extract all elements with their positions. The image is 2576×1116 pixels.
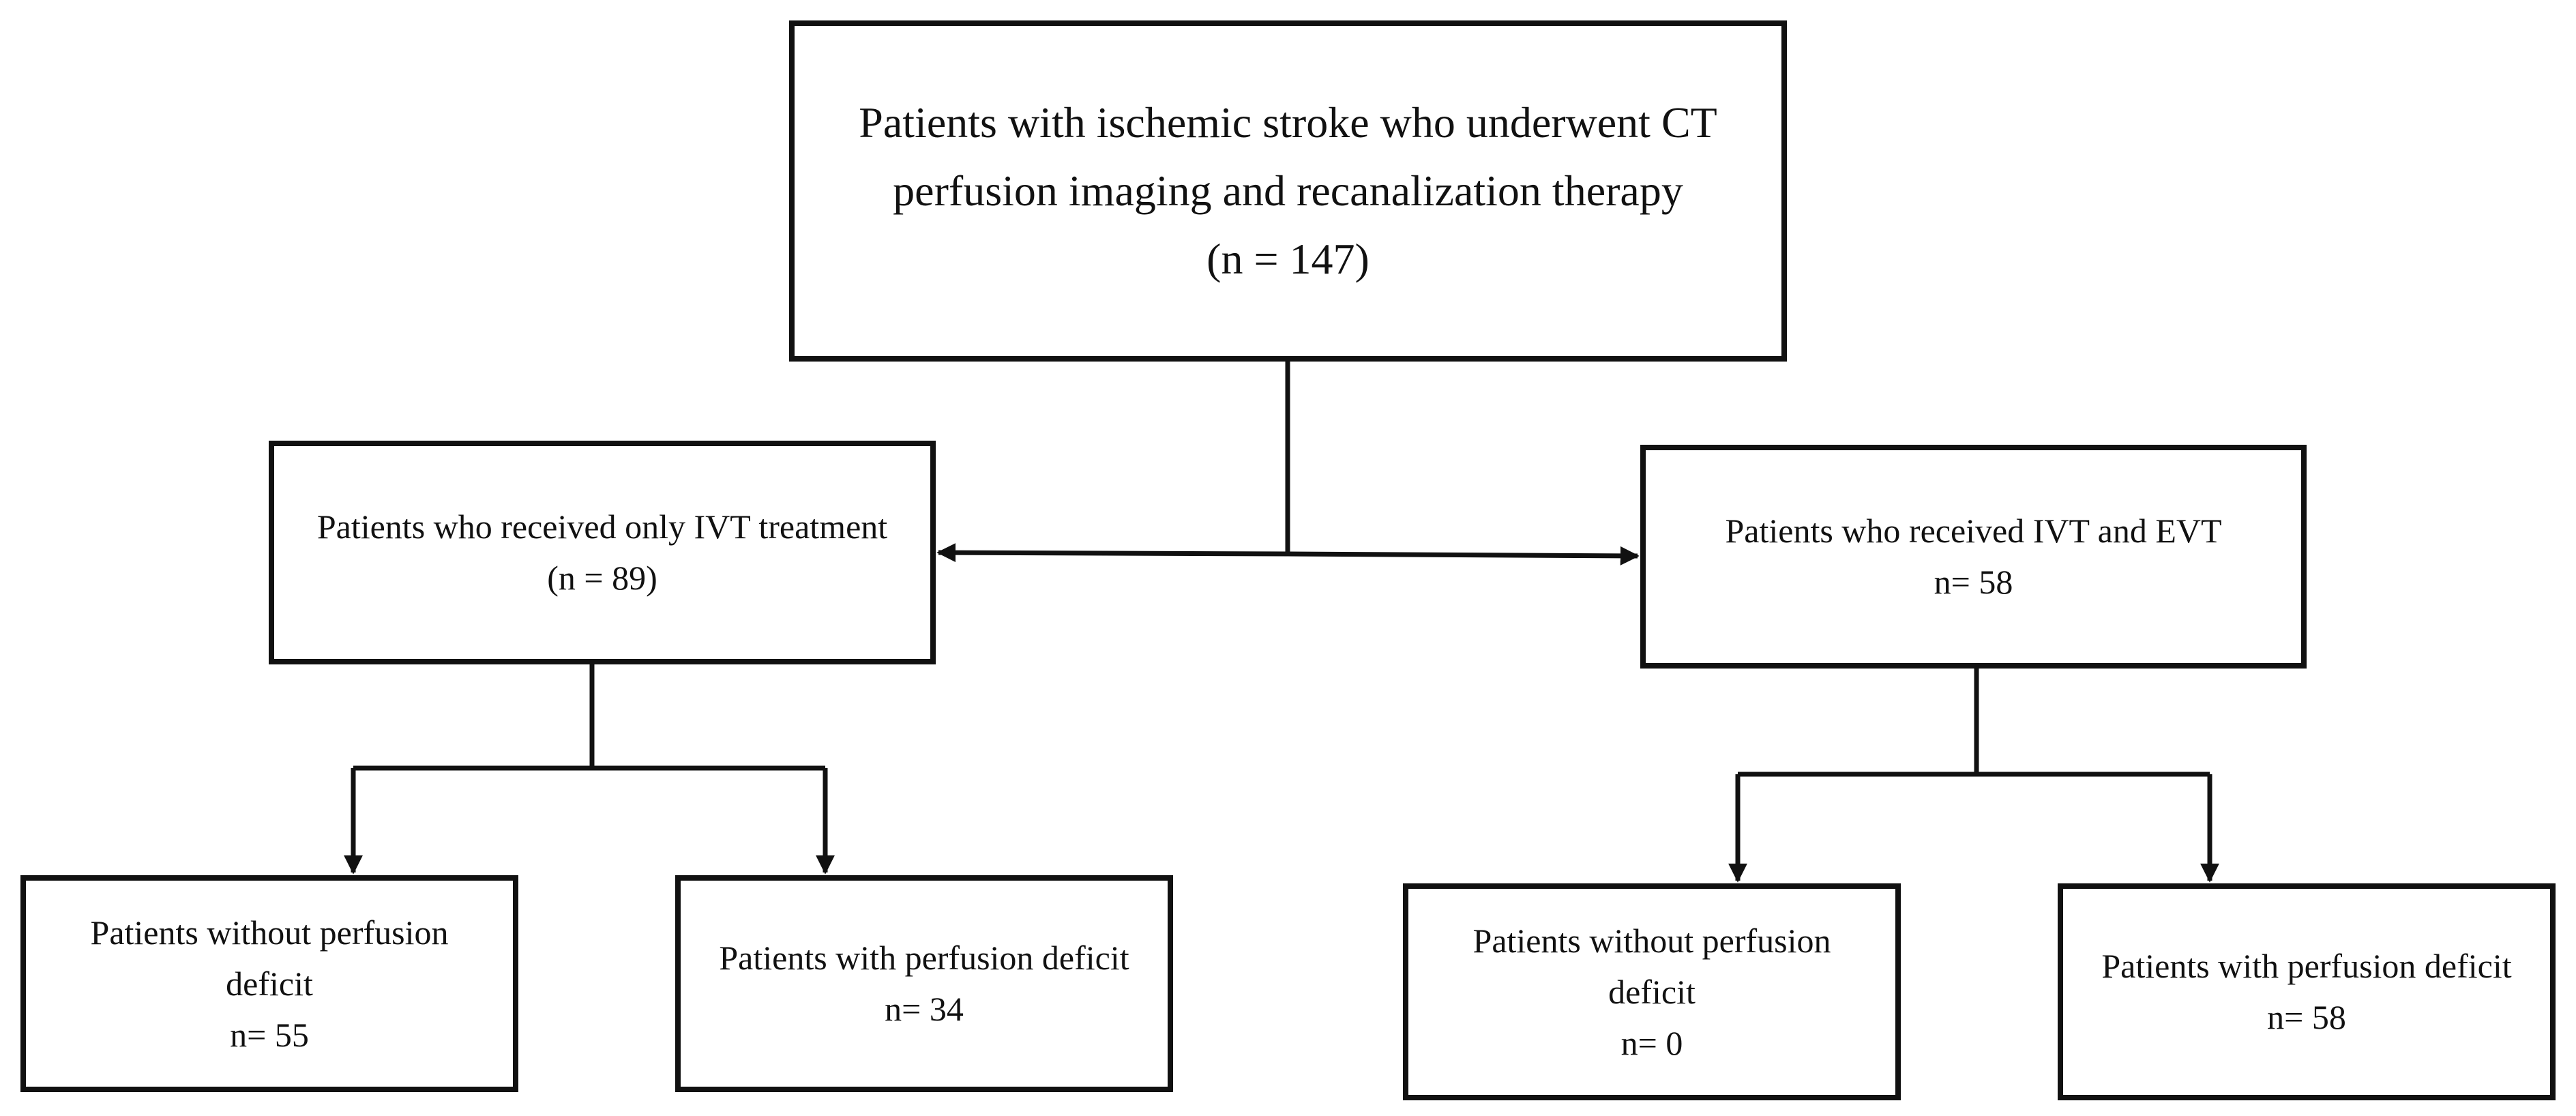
node-evt-without-deficit-line2: deficit [1608,972,1696,1011]
node-ivt-and-evt: Patients who received IVT and EVT n= 58 [1640,445,2307,669]
arrow-to-ivt-evt [1287,546,1640,566]
node-ivt-and-evt-count: n= 58 [1934,563,2013,601]
node-ivt-without-deficit-line2: deficit [226,964,313,1003]
node-evt-without-deficit: Patients without perfusion deficit n= 0 [1403,883,1901,1100]
node-all-patients: Patients with ischemic stroke who underw… [789,20,1787,362]
node-evt-with-deficit: Patients with perfusion deficit n= 58 [2058,883,2556,1100]
node-evt-with-deficit-label: Patients with perfusion deficit [2101,947,2512,985]
node-ivt-with-deficit-label: Patients with perfusion deficit [719,939,1129,977]
node-evt-without-deficit-count: n= 0 [1620,1023,1683,1062]
node-ivt-with-deficit: Patients with perfusion deficit n= 34 [675,875,1173,1092]
node-ivt-only: Patients who received only IVT treatment… [269,441,936,664]
node-ivt-without-deficit: Patients without perfusion deficit n= 55 [20,875,518,1092]
node-ivt-and-evt-label: Patients who received IVT and EVT [1725,512,2222,550]
node-all-patients-line2: perfusion imaging and recanalization the… [893,166,1683,215]
node-all-patients-count: (n = 147) [1206,235,1370,283]
node-ivt-only-label: Patients who received only IVT treatment [316,508,888,546]
node-evt-with-deficit-count: n= 58 [2267,998,2346,1036]
arrow-to-ivt-only [936,543,1288,563]
node-ivt-with-deficit-count: n= 34 [885,990,964,1028]
node-ivt-without-deficit-line1: Patients without perfusion [90,913,449,952]
node-ivt-without-deficit-count: n= 55 [230,1015,309,1054]
node-evt-without-deficit-line1: Patients without perfusion [1472,921,1831,960]
node-ivt-only-count: (n = 89) [547,559,657,597]
node-all-patients-line1: Patients with ischemic stroke who underw… [859,98,1717,147]
